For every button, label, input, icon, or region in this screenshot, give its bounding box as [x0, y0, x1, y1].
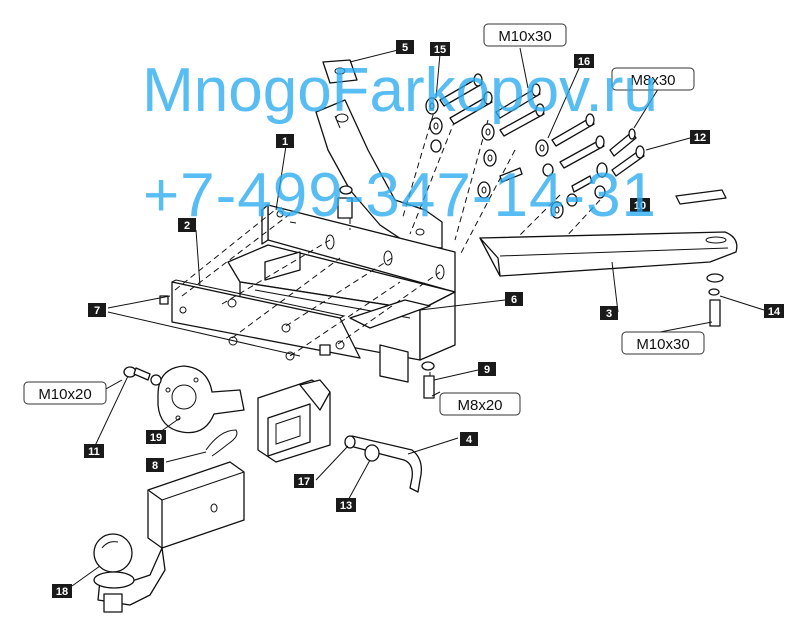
callout-17: 17: [294, 474, 314, 488]
part-9-bolt: [421, 361, 435, 399]
callout-13: 13: [336, 498, 356, 512]
bolt: [609, 128, 637, 157]
callout-4: 4: [460, 432, 478, 446]
washer: [542, 163, 554, 177]
bolt: [439, 73, 483, 107]
part-5-bracket-tab: [322, 59, 358, 84]
washer: [594, 185, 606, 199]
size-label-m10x30-right: M10x30: [621, 331, 705, 355]
svg-text:19: 19: [150, 432, 162, 444]
callout-8: 8: [146, 458, 164, 472]
size-label-m8x20: M8x20: [439, 392, 521, 416]
bolt: [449, 91, 493, 125]
callout-16: 16: [574, 54, 594, 68]
bolt: [611, 145, 645, 177]
svg-text:8: 8: [152, 460, 158, 472]
svg-text:5: 5: [402, 42, 408, 54]
washer: [481, 123, 495, 141]
side-bracket-plate: [315, 99, 443, 249]
bolt-set-upper: [337, 73, 645, 219]
bolt: [559, 135, 605, 169]
washer: [477, 181, 491, 199]
svg-text:15: 15: [434, 44, 446, 56]
part-8-clip: [205, 429, 238, 457]
svg-text:18: 18: [56, 586, 68, 598]
svg-text:3: 3: [606, 308, 612, 320]
svg-text:7: 7: [94, 305, 100, 317]
part-10-plate: [675, 189, 727, 205]
callout-7: 7: [88, 303, 106, 317]
part-11-bolt: [123, 366, 162, 386]
svg-text:M8x30: M8x30: [630, 72, 675, 89]
svg-text:17: 17: [298, 476, 310, 488]
size-label-m10x30-top: M10x30: [483, 23, 567, 47]
leader-lines: [71, 47, 765, 587]
callout-12: 12: [690, 130, 710, 144]
washer: [550, 201, 564, 219]
callout-6: 6: [505, 292, 523, 306]
svg-text:6: 6: [511, 294, 517, 306]
callout-19: 19: [146, 430, 166, 444]
washer: [429, 117, 443, 135]
callout-1: 1: [276, 134, 294, 148]
callout-10: 10: [630, 198, 650, 212]
callout-15: 15: [430, 42, 450, 56]
svg-text:9: 9: [484, 364, 490, 376]
washer: [339, 185, 353, 195]
part-17-washer: [344, 435, 356, 449]
bolt: [499, 103, 545, 137]
part-13-nut: [364, 444, 380, 462]
bolt: [499, 167, 523, 183]
svg-text:4: 4: [466, 434, 473, 446]
size-label-m8x30: M8x30: [611, 67, 695, 91]
part-4-pin: [349, 435, 423, 493]
svg-text:M10x20: M10x20: [38, 386, 91, 403]
washer: [430, 139, 442, 153]
part-3-side-arm: [479, 231, 738, 277]
callout-18: 18: [52, 584, 72, 598]
part-19-socket-bracket: [157, 365, 245, 434]
callout-11: 11: [84, 444, 104, 458]
size-label-m10x20: M10x20: [23, 381, 107, 405]
svg-text:14: 14: [768, 306, 781, 318]
svg-text:12: 12: [694, 132, 706, 144]
callout-14: 14: [764, 304, 784, 318]
washer: [483, 149, 497, 167]
part-18-ball-mount: [93, 461, 245, 613]
svg-text:16: 16: [578, 56, 590, 68]
svg-text:10: 10: [634, 200, 646, 212]
callout-3: 3: [600, 306, 618, 320]
washer: [425, 97, 439, 115]
washer: [596, 162, 608, 178]
svg-text:13: 13: [340, 500, 352, 512]
svg-text:11: 11: [88, 446, 100, 458]
svg-text:M10x30: M10x30: [636, 336, 689, 353]
callout-5: 5: [396, 40, 414, 54]
svg-text:2: 2: [184, 220, 190, 232]
callout-9: 9: [478, 362, 496, 376]
bolt: [337, 197, 353, 219]
washer: [566, 193, 578, 207]
svg-text:1: 1: [282, 136, 288, 148]
svg-text:M8x20: M8x20: [457, 397, 502, 414]
bolt: [495, 83, 541, 119]
bolt: [551, 113, 595, 147]
part-14-stack: [706, 273, 724, 327]
receiver-tube: [257, 379, 331, 463]
callout-2: 2: [178, 218, 196, 232]
svg-text:M10x30: M10x30: [498, 28, 551, 45]
bolt: [571, 175, 593, 193]
washer: [535, 139, 549, 157]
